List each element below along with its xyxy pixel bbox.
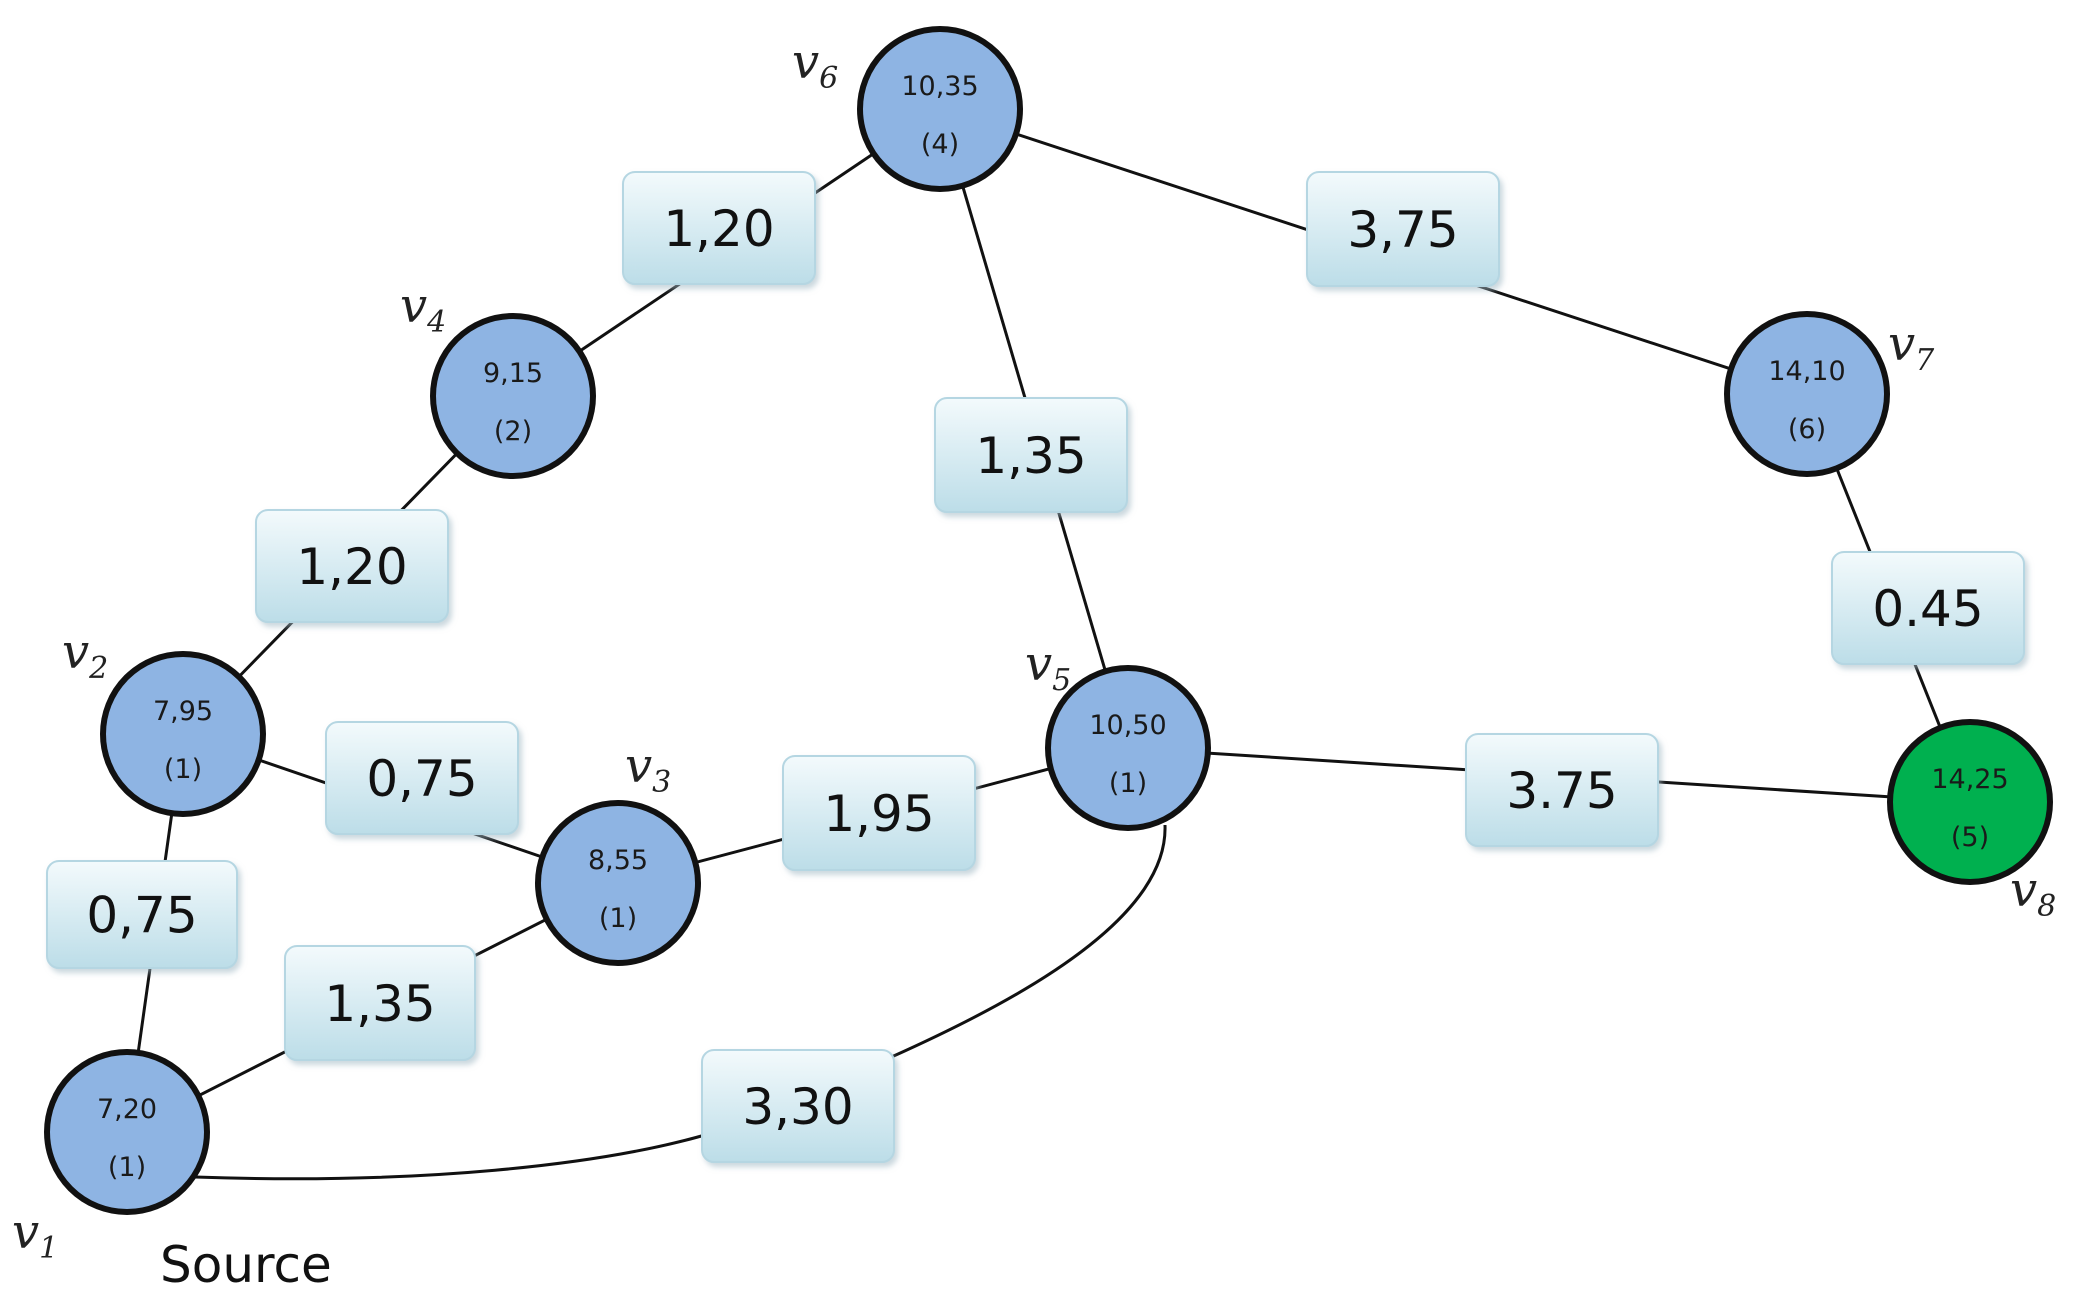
target-node-circle bbox=[1887, 719, 2053, 885]
node-name-subscript: 5 bbox=[1052, 663, 1071, 698]
edge-weight-label: 1,95 bbox=[823, 785, 934, 843]
node-count: (6) bbox=[1788, 414, 1826, 445]
node-count: (2) bbox=[494, 416, 532, 447]
edge-weight-label: 0.45 bbox=[1872, 580, 1983, 638]
edge-weight-v2-v3: 0,75 bbox=[325, 721, 519, 835]
edge-weight-v3-v5: 1,95 bbox=[782, 755, 976, 871]
edge-weight-label: 0,75 bbox=[86, 887, 197, 945]
edge-weight-v1-v5: 3,30 bbox=[701, 1049, 895, 1163]
node-v7: 14,10 (6) bbox=[1724, 311, 1890, 477]
node-name-letter: v bbox=[1888, 316, 1915, 372]
node-name-letter: v bbox=[2010, 862, 2037, 918]
edge-weight-label: 3.75 bbox=[1506, 762, 1617, 820]
node-circle bbox=[44, 1049, 210, 1215]
edge-weight-label: 1,35 bbox=[975, 427, 1086, 485]
node-value: 9,15 bbox=[483, 358, 543, 389]
node-name-v7: v7 bbox=[1888, 316, 1935, 378]
node-name-subscript: 4 bbox=[426, 305, 446, 340]
node-name-v8: v8 bbox=[2010, 862, 2056, 924]
edge-weight-v5-v6: 1,35 bbox=[934, 397, 1128, 513]
node-value: 7,95 bbox=[153, 696, 213, 727]
node-name-letter: v bbox=[62, 624, 89, 680]
edge-weight-box bbox=[284, 945, 476, 1061]
node-name-subscript: 3 bbox=[652, 765, 671, 800]
node-v6: 10,35 (4) bbox=[857, 26, 1023, 192]
node-name-v4: v4 bbox=[400, 278, 446, 340]
nodes-layer: 7,20 (1) 7,95 (1) 8,55 (1) 9,15 (2) 10,50 (1) 10,3… bbox=[44, 26, 2053, 1215]
node-v2: 7,95 (1) bbox=[100, 651, 266, 817]
edge-weight-box bbox=[1306, 171, 1500, 287]
node-name-v2: v2 bbox=[62, 624, 108, 686]
node-value: 10,35 bbox=[901, 71, 978, 102]
node-circle bbox=[1045, 665, 1211, 831]
edge-weight-box bbox=[701, 1049, 895, 1163]
edge-weight-label: 3,30 bbox=[742, 1078, 853, 1136]
node-name-v3: v3 bbox=[625, 738, 671, 800]
edge-weight-label: 3,75 bbox=[1347, 201, 1458, 259]
edge-weight-box bbox=[934, 397, 1128, 513]
node-count: (1) bbox=[599, 903, 637, 934]
node-name-v6: v6 bbox=[792, 34, 838, 96]
node-name-letter: v bbox=[625, 738, 652, 794]
edge-weight-box bbox=[622, 171, 816, 285]
edge-weight-v1-v2: 0,75 bbox=[46, 860, 238, 969]
node-value: 8,55 bbox=[588, 845, 648, 876]
node-name-letter: v bbox=[12, 1204, 39, 1260]
edge-weight-box bbox=[46, 860, 238, 969]
node-name-subscript: 8 bbox=[2037, 889, 2056, 924]
node-count: (1) bbox=[164, 754, 202, 785]
node-v5: 10,50 (1) bbox=[1045, 665, 1211, 831]
edge-weight-label: 1,20 bbox=[296, 538, 407, 596]
edge-weight-box bbox=[255, 509, 449, 623]
node-circle bbox=[430, 313, 596, 479]
node-name-letter: v bbox=[1025, 636, 1052, 692]
node-count: (5) bbox=[1951, 822, 1989, 853]
node-value: 14,25 bbox=[1931, 764, 2008, 795]
node-v1: 7,20 (1) bbox=[44, 1049, 210, 1215]
edge-weight-v2-v4: 1,20 bbox=[255, 509, 449, 623]
edge-weight-v4-v6: 1,20 bbox=[622, 171, 816, 285]
edge-labels-layer: 0,75 1,35 3,30 0,75 1,20 1,95 1,20 1,35 3,75 0.45… bbox=[46, 171, 2025, 1163]
node-v3: 8,55 (1) bbox=[535, 800, 701, 966]
node-name-letter: v bbox=[400, 278, 427, 334]
node-name-letter: v bbox=[792, 34, 819, 90]
node-v4: 9,15 (2) bbox=[430, 313, 596, 479]
node-value: 14,10 bbox=[1768, 356, 1845, 387]
node-value: 7,20 bbox=[97, 1094, 157, 1125]
source-caption: Source bbox=[160, 1236, 332, 1294]
node-circle bbox=[857, 26, 1023, 192]
node-name-v5: v5 bbox=[1025, 636, 1071, 698]
edge-weight-box bbox=[1465, 733, 1659, 847]
edge-weight-v7-v8: 0.45 bbox=[1831, 551, 2025, 665]
node-circle bbox=[1724, 311, 1890, 477]
edge-weight-box bbox=[1831, 551, 2025, 665]
node-name-v1: v1 bbox=[12, 1204, 58, 1266]
node-v8: 14,25 (5) bbox=[1887, 719, 2053, 885]
edge-weight-v5-v8: 3.75 bbox=[1465, 733, 1659, 847]
node-count: (1) bbox=[1109, 768, 1147, 799]
edge-weight-label: 1,20 bbox=[663, 200, 774, 258]
node-count: (4) bbox=[921, 129, 959, 160]
node-circle bbox=[100, 651, 266, 817]
node-name-subscript: 1 bbox=[39, 1231, 58, 1266]
edge-weight-label: 1,35 bbox=[324, 975, 435, 1033]
edge-weight-v1-v3: 1,35 bbox=[284, 945, 476, 1061]
edge-weight-label: 0,75 bbox=[366, 750, 477, 808]
node-name-subscript: 7 bbox=[1915, 343, 1935, 378]
node-circle bbox=[535, 800, 701, 966]
node-name-subscript: 6 bbox=[819, 61, 838, 96]
node-value: 10,50 bbox=[1089, 710, 1166, 741]
edge-weight-box bbox=[325, 721, 519, 835]
edge-weight-box bbox=[782, 755, 976, 871]
node-name-subscript: 2 bbox=[88, 651, 108, 686]
node-count: (1) bbox=[108, 1152, 146, 1183]
edge-weight-v6-v7: 3,75 bbox=[1306, 171, 1500, 287]
